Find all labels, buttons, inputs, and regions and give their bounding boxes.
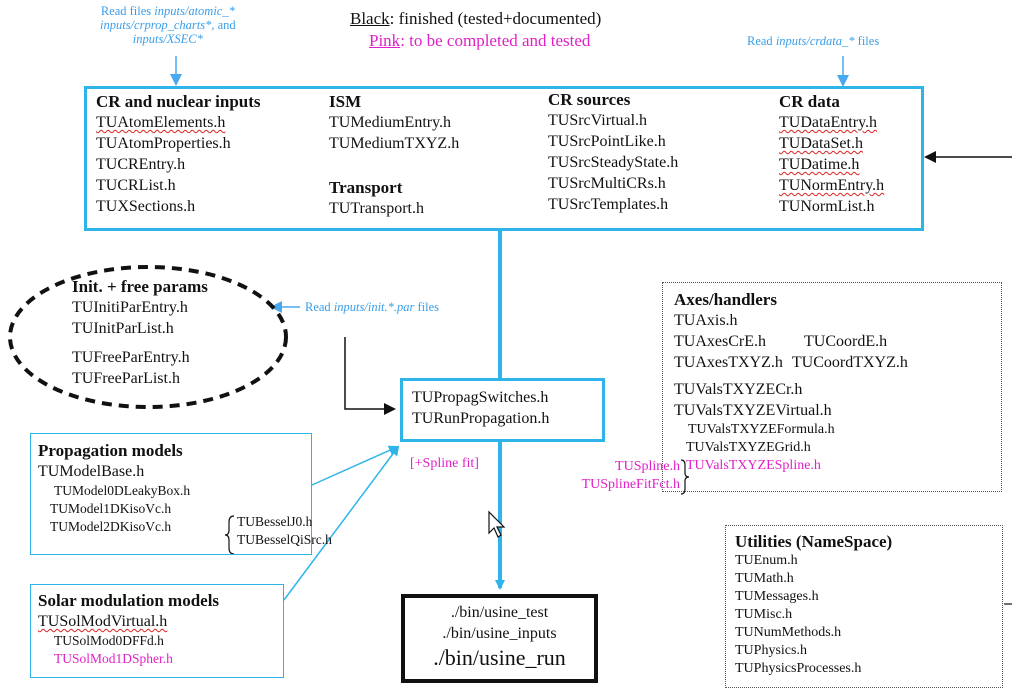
file: TUDataEntry.h (779, 114, 878, 131)
file: TUNumMethods.h (735, 625, 842, 640)
note-atomic: Read files inputs/atomic_* inputs/crprop… (100, 4, 236, 46)
col-cr-data: CR data TUDataEntry.h TUDataSet.h TUDati… (779, 92, 884, 217)
file: TUPhysicsProcesses.h (735, 661, 862, 676)
file: TUFreeParEntry.h (72, 349, 190, 366)
bessel-files: TUBesselJ0.h TUBesselQiSrc.h (237, 513, 332, 549)
propag-files: TUPropagSwitches.h TURunPropagation.h (412, 387, 549, 429)
file: TUCoordE.h (803, 333, 888, 350)
legend-pink: Pink: to be completed and tested (369, 31, 591, 50)
solar-content: Solar modulation models TUSolModVirtual.… (38, 591, 219, 668)
note-init: Read inputs/init.*.par files (305, 300, 440, 314)
utils-title: Utilities (NameSpace) (735, 532, 893, 551)
init-params: Init. + free params TUInitiParEntry.h TU… (72, 277, 208, 389)
axes-title: Axes/handlers (674, 290, 777, 309)
file: TUDatime.h (779, 156, 860, 173)
col-cr-nuclear: CR and nuclear inputs TUAtomElements.h T… (96, 92, 261, 217)
file: TUNormList.h (779, 198, 875, 215)
file: TUAxesTXYZ.h (674, 354, 783, 371)
file: TUValsTXYZECr.h (674, 381, 803, 398)
file: TUCREntry.h (96, 156, 186, 173)
bin-files: ./bin/usine_test ./bin/usine_inputs ./bi… (405, 602, 594, 672)
col-ism: ISM TUMediumEntry.h TUMediumTXYZ.h Trans… (329, 92, 459, 219)
file: TUMessages.h (735, 589, 819, 604)
solar-box (30, 584, 284, 678)
file: TUModel1DKisoVc.h (50, 501, 172, 516)
file: TUSrcSteadyState.h (548, 154, 679, 171)
file: TUMisc.h (735, 607, 793, 622)
file: TUModel0DLeakyBox.h (54, 483, 191, 498)
file: TUSolModVirtual.h (38, 613, 168, 630)
file: ./bin/usine_test (450, 604, 549, 621)
col-title: ISM (329, 92, 362, 111)
file: TUXSections.h (96, 198, 196, 215)
file: TUPhysics.h (735, 643, 807, 658)
file: TUFreeParList.h (72, 370, 180, 387)
bin-box (401, 594, 598, 683)
file: TUSrcMultiCRs.h (548, 175, 666, 192)
file: TUMediumTXYZ.h (329, 135, 460, 152)
col-title: CR data (779, 92, 840, 111)
note-crdata: Read inputs/crdata_* files (747, 34, 880, 48)
file: TUNormEntry.h (779, 177, 885, 194)
spline-fit-note: [+Spline fit] (410, 456, 479, 471)
file: TUModel2DKisoVc.h (50, 519, 172, 534)
models-title: Propagation models (38, 441, 183, 460)
file: ./bin/usine_inputs (442, 625, 557, 642)
solar-title: Solar modulation models (38, 591, 220, 610)
file: TUModelBase.h (38, 463, 145, 480)
file: TUCRList.h (96, 177, 176, 194)
file: TUBesselJ0.h (237, 514, 313, 529)
file: TUInitParList.h (72, 320, 174, 337)
axes-box (662, 282, 1002, 492)
utils-content: Utilities (NameSpace) TUEnum.h TUMath.h … (735, 532, 892, 678)
init-title: Init. + free params (72, 277, 208, 296)
col-title: CR sources (548, 90, 631, 109)
col-title: CR and nuclear inputs (96, 92, 261, 111)
models-box (30, 433, 312, 555)
file: TUMath.h (735, 571, 794, 586)
file: TUSolMod1DSpher.h (54, 651, 173, 666)
file: TUAtomProperties.h (96, 135, 231, 152)
file: TUValsTXYZEGrid.h (686, 440, 811, 455)
file: TUAxis.h (674, 312, 738, 329)
file: TUMediumEntry.h (329, 114, 452, 131)
utils-box (725, 525, 1003, 688)
file: TUTransport.h (329, 200, 424, 217)
file: TUSpline.h (615, 459, 680, 474)
file: TURunPropagation.h (412, 410, 550, 427)
file: TUEnum.h (735, 553, 798, 568)
file: TUInitiParEntry.h (72, 299, 188, 316)
file: TUBesselQiSrc.h (237, 532, 332, 547)
file: TUAtomElements.h (96, 114, 226, 131)
col-title: Transport (329, 178, 403, 197)
file: TUSrcVirtual.h (548, 112, 648, 129)
propag-box (400, 378, 605, 442)
file: TUSolMod0DFFd.h (54, 633, 164, 648)
spline-files: TUSpline.h TUSplineFitFct.h (580, 458, 680, 494)
inputs-box (84, 86, 924, 231)
file: TUPropagSwitches.h (412, 389, 549, 406)
file: ./bin/usine_run (433, 645, 566, 670)
legend-black: Black: finished (tested+documented) (350, 9, 602, 28)
file: TUValsTXYZEVirtual.h (674, 402, 832, 419)
file: TUValsTXYZESpline.h (686, 458, 821, 473)
file: TUValsTXYZEFormula.h (688, 422, 835, 437)
file: TUAxesCrE.h (674, 333, 766, 350)
file: TUSrcPointLike.h (548, 133, 666, 150)
file: TUSplineFitFct.h (581, 477, 680, 492)
file: TUSrcTemplates.h (548, 196, 669, 213)
col-cr-sources: CR sources TUSrcVirtual.h TUSrcPointLike… (548, 90, 678, 215)
models-content: Propagation models TUModelBase.h TUModel… (38, 441, 190, 536)
file: TUCoordTXYZ.h (791, 354, 908, 371)
file: TUDataSet.h (779, 135, 863, 152)
